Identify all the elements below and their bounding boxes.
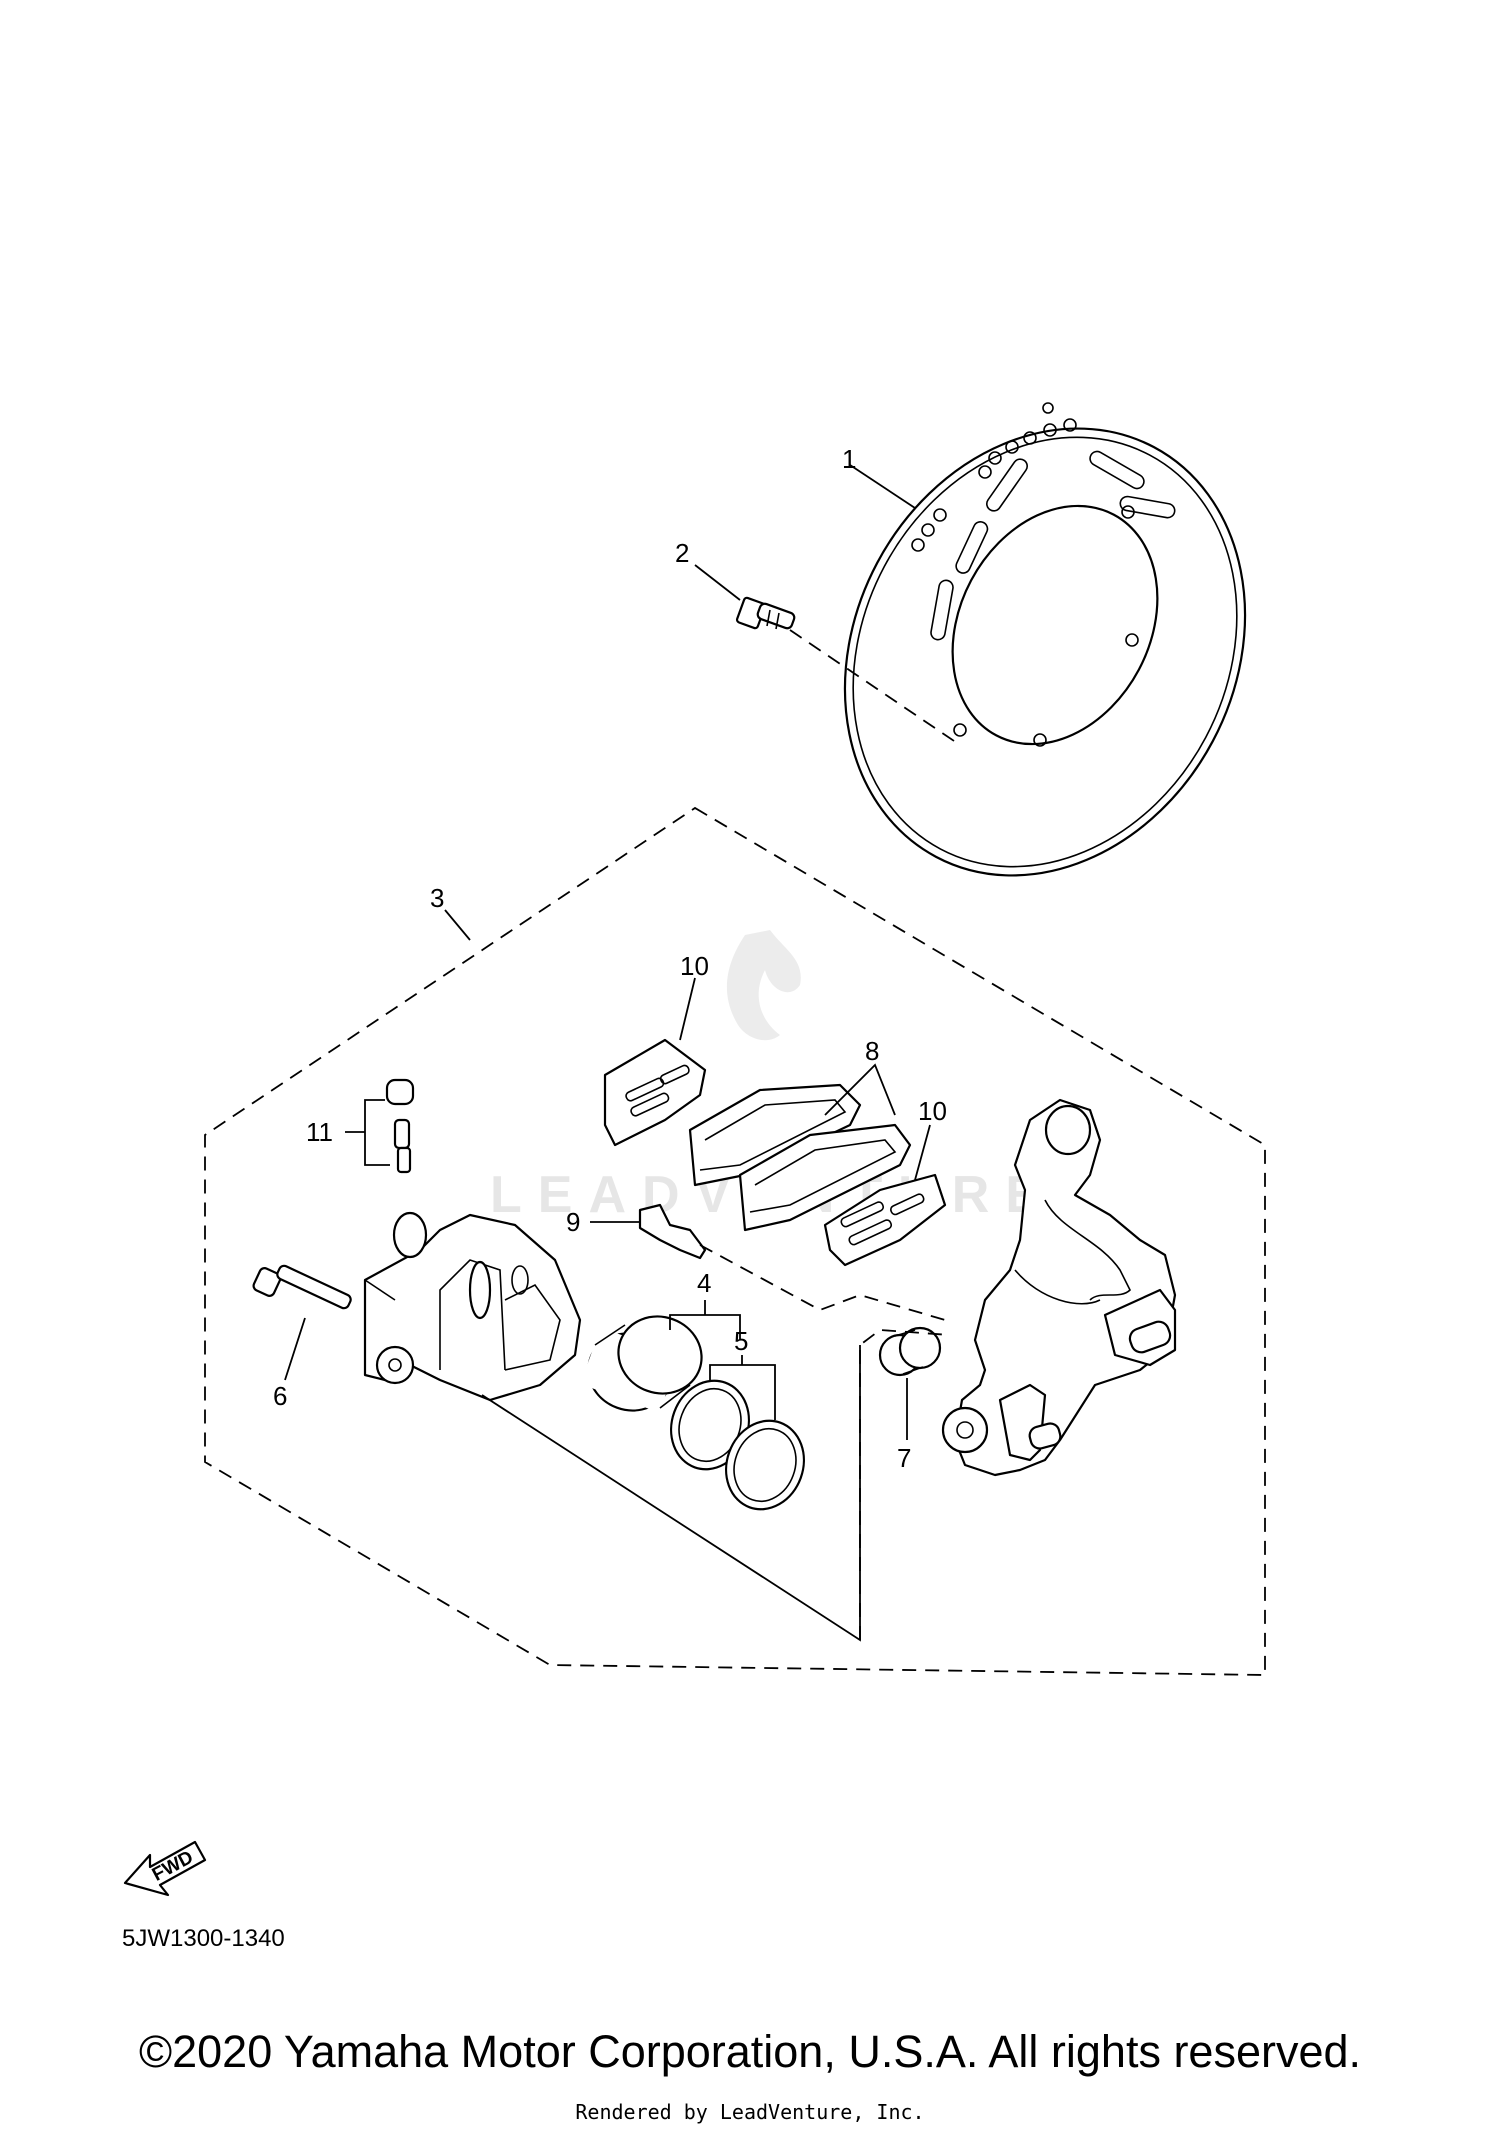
assembly-line-spring [699,1244,946,1321]
leader-10a [679,977,696,1041]
leader-1 [849,464,916,509]
callout-8: 8 [865,1036,879,1066]
rendered-by-credit: Rendered by LeadVenture, Inc. [575,2100,925,2124]
disc-bolt [735,596,796,630]
brake-disc [843,402,1247,877]
callout-4: 4 [697,1268,711,1298]
leader-2 [694,564,741,601]
pad-support-plate-left [603,1038,707,1147]
callout-10b: 10 [918,1096,947,1126]
callout-3: 3 [430,883,444,913]
pad-support-plate-right [823,1173,947,1267]
callout-9: 9 [566,1207,580,1237]
callout-7: 7 [897,1443,911,1473]
leader-3 [444,909,471,941]
leader-8 [824,1063,896,1116]
bleed-screw [385,1078,415,1174]
assembly-line-bracket [859,1329,951,1640]
caliper-boot [878,1326,942,1377]
copyright-notice: ©2020 Yamaha Motor Corporation, U.S.A. A… [138,2026,1362,2077]
callout-1: 1 [842,444,856,474]
callout-5: 5 [734,1326,748,1356]
callout-11: 11 [306,1117,333,1147]
caliper-assembly-boundary [204,806,1266,1676]
fwd-arrow-icon: FWD [123,1840,207,1897]
leader-6 [284,1317,306,1381]
diagram-code: 5JW1300-1340 [122,1925,285,1952]
piston-seals [670,1379,805,1511]
caliper-piston [580,1315,703,1413]
brake-pads [688,1083,912,1232]
leader-10b [914,1124,931,1181]
pin-bolt [252,1264,352,1310]
caliper-body [363,1211,582,1402]
fwd-label: FWD [149,1847,197,1886]
callout-6: 6 [273,1381,287,1411]
callout-10a: 10 [680,951,709,981]
callout-2: 2 [675,538,689,568]
caliper-bracket [941,1098,1177,1477]
bolt-alignment-line [789,629,961,746]
leader-11 [364,1099,390,1166]
pad-spring [638,1203,707,1260]
